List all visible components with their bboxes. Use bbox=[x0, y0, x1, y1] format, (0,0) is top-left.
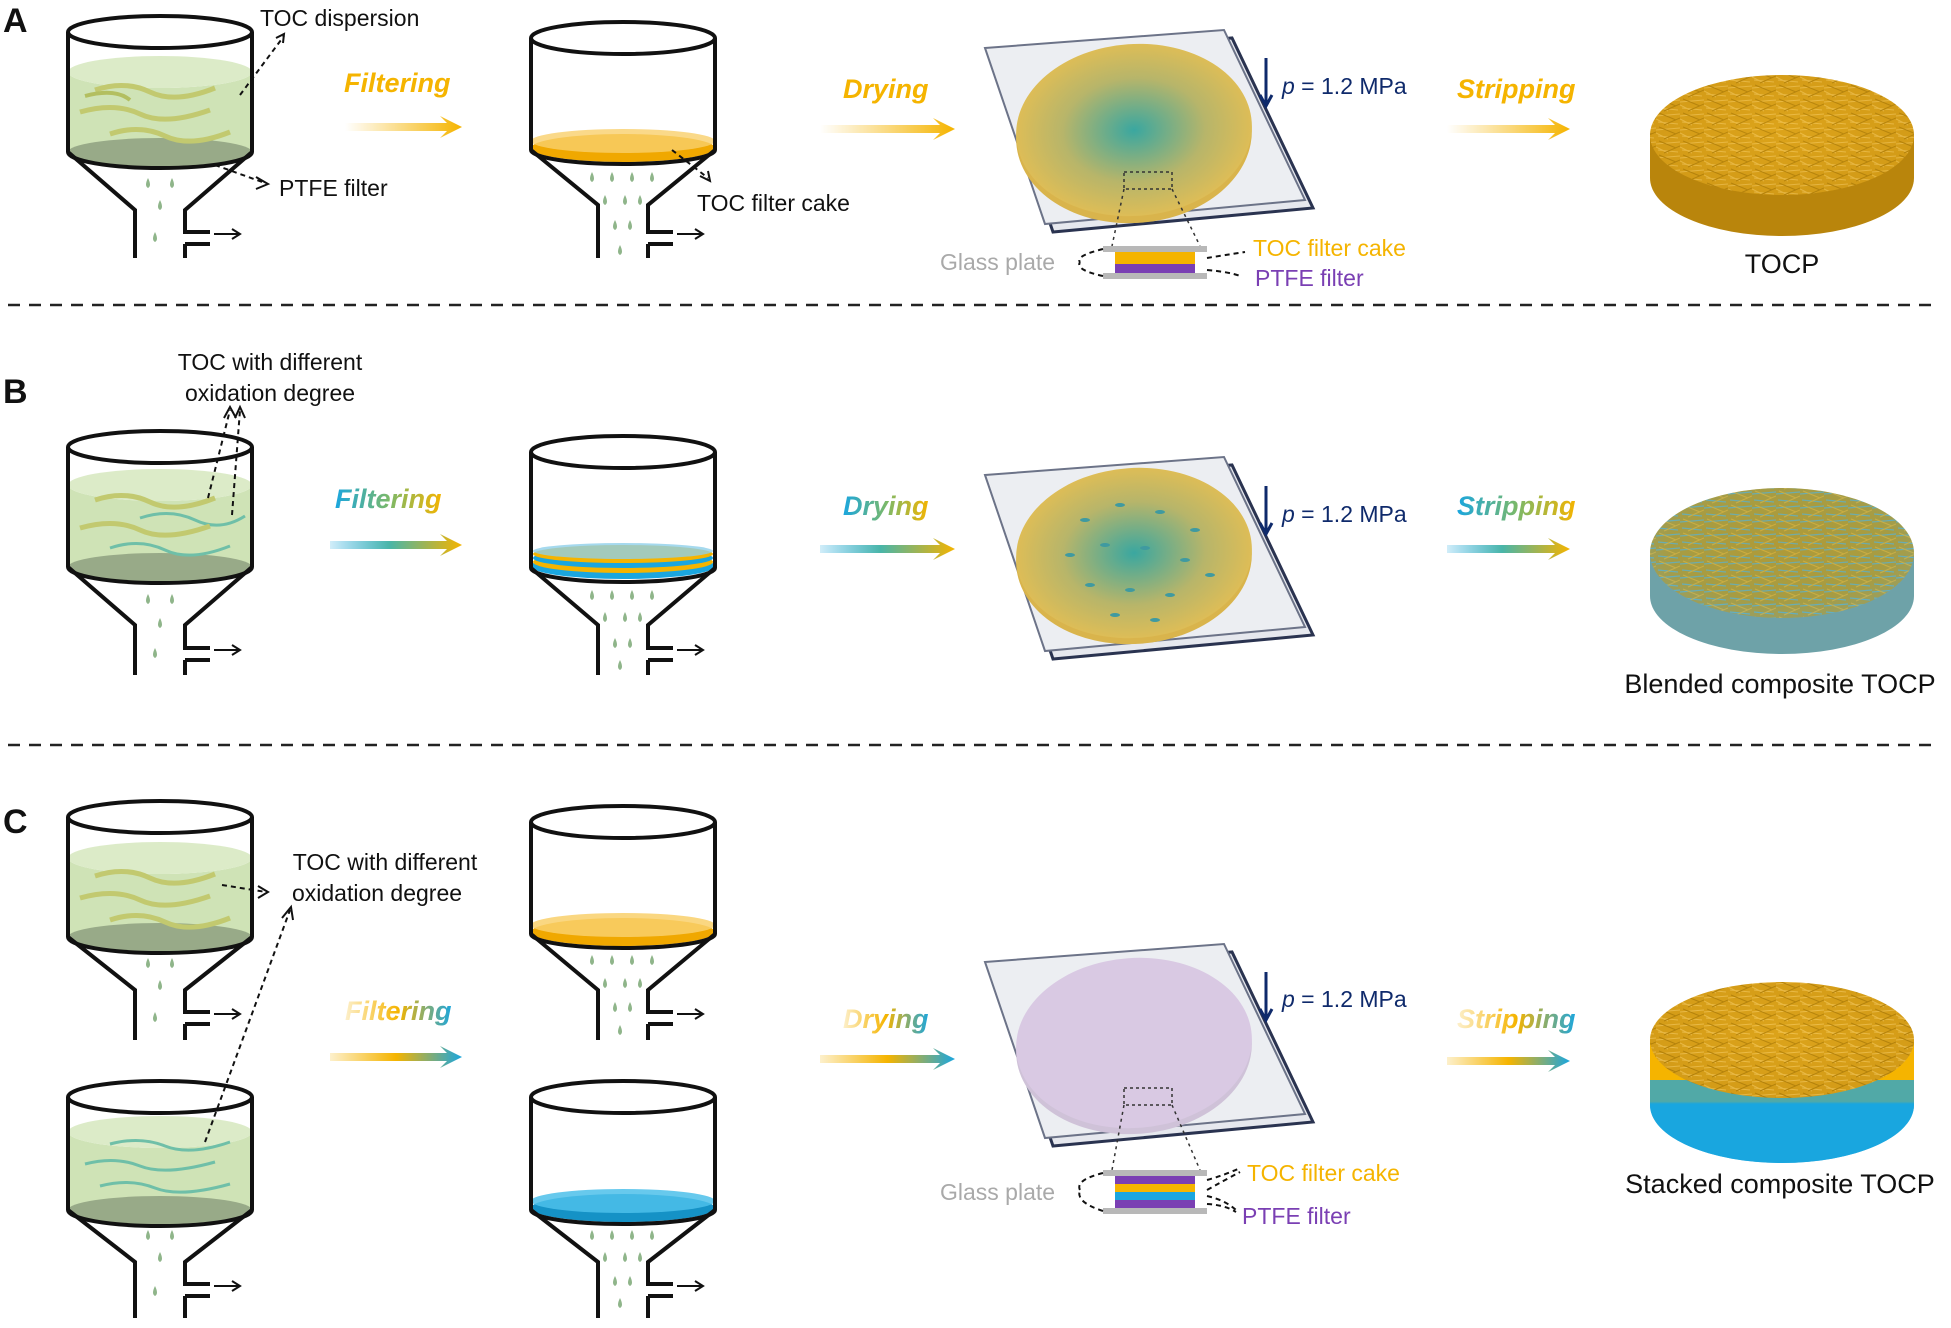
funnel-yellow-cake bbox=[529, 804, 717, 1040]
glass-plate-press bbox=[983, 28, 1316, 234]
blended-tocp-paper bbox=[1650, 488, 1914, 654]
pressure-label: p = 1.2 MPa bbox=[1281, 73, 1407, 99]
step-drying: Drying bbox=[843, 491, 929, 521]
pressure-label: p = 1.2 MPa bbox=[1281, 986, 1407, 1012]
stripping-arrow bbox=[1447, 118, 1570, 140]
filtering-arrow bbox=[345, 116, 462, 138]
stripping-arrow bbox=[1447, 1050, 1570, 1072]
step-drying: Drying bbox=[843, 1004, 929, 1034]
funnel-dispersion-top bbox=[66, 799, 254, 1040]
step-stripping: Stripping bbox=[1457, 1004, 1576, 1034]
panel-letter: C bbox=[3, 803, 28, 841]
funnel-blue-cake bbox=[529, 1079, 717, 1318]
panel-a: A TOC dispersion PTFE f bbox=[3, 2, 1914, 291]
drying-arrow bbox=[820, 118, 955, 140]
inset-glass-plate-label: Glass plate bbox=[940, 1179, 1055, 1205]
filtering-arrow bbox=[330, 534, 462, 556]
funnel-dispersion-bottom bbox=[66, 1079, 254, 1318]
drying-arrow bbox=[820, 1048, 955, 1070]
funnel-filter-cake bbox=[529, 20, 717, 258]
panel-b: B TOC with different oxidation degree bbox=[3, 349, 1936, 699]
inset-ptfe-label: PTFE filter bbox=[1242, 1203, 1351, 1229]
panel-letter: B bbox=[3, 373, 28, 411]
funnel-mixed-dispersion bbox=[66, 429, 254, 675]
product-blended-label: Blended composite TOCP bbox=[1624, 669, 1935, 699]
inset-filter-cake-label: TOC filter cake bbox=[1247, 1160, 1400, 1186]
product-stacked-label: Stacked composite TOCP bbox=[1625, 1169, 1935, 1199]
glass-plate-press bbox=[983, 942, 1316, 1148]
panel-c: C bbox=[3, 799, 1935, 1318]
panel-letter: A bbox=[3, 2, 28, 40]
toc-dispersion-label: TOC dispersion bbox=[260, 5, 419, 31]
inset-glass-plate-label: Glass plate bbox=[940, 249, 1055, 275]
toc-filter-cake-label: TOC filter cake bbox=[697, 190, 850, 216]
stripping-arrow bbox=[1447, 538, 1570, 560]
tocp-paper bbox=[1650, 75, 1914, 236]
glass-plate-press bbox=[983, 455, 1316, 661]
inset-layer-stack bbox=[1078, 188, 1246, 279]
inset-layer-stack bbox=[1078, 1104, 1241, 1214]
toc-different-line2: oxidation degree bbox=[185, 380, 355, 406]
inset-filter-cake-label: TOC filter cake bbox=[1253, 235, 1406, 261]
step-filtering: Filtering bbox=[345, 996, 452, 1026]
step-stripping: Stripping bbox=[1457, 74, 1576, 104]
stacked-tocp-paper bbox=[1650, 982, 1914, 1163]
funnel-mixed-cake bbox=[529, 434, 717, 675]
inset-ptfe-label: PTFE filter bbox=[1255, 265, 1364, 291]
pressure-label: p = 1.2 MPa bbox=[1281, 501, 1407, 527]
filtering-arrow bbox=[330, 1046, 462, 1068]
toc-different-line1: TOC with different bbox=[293, 849, 478, 875]
step-stripping: Stripping bbox=[1457, 491, 1576, 521]
ptfe-filter-label: PTFE filter bbox=[279, 175, 388, 201]
toc-different-line2: oxidation degree bbox=[292, 880, 462, 906]
toc-different-line1: TOC with different bbox=[178, 349, 363, 375]
step-filtering: Filtering bbox=[344, 68, 451, 98]
drying-arrow bbox=[820, 538, 955, 560]
step-drying: Drying bbox=[843, 74, 929, 104]
funnel-dispersion bbox=[66, 14, 254, 258]
product-tocp-label: TOCP bbox=[1745, 249, 1820, 279]
step-filtering: Filtering bbox=[335, 484, 442, 514]
